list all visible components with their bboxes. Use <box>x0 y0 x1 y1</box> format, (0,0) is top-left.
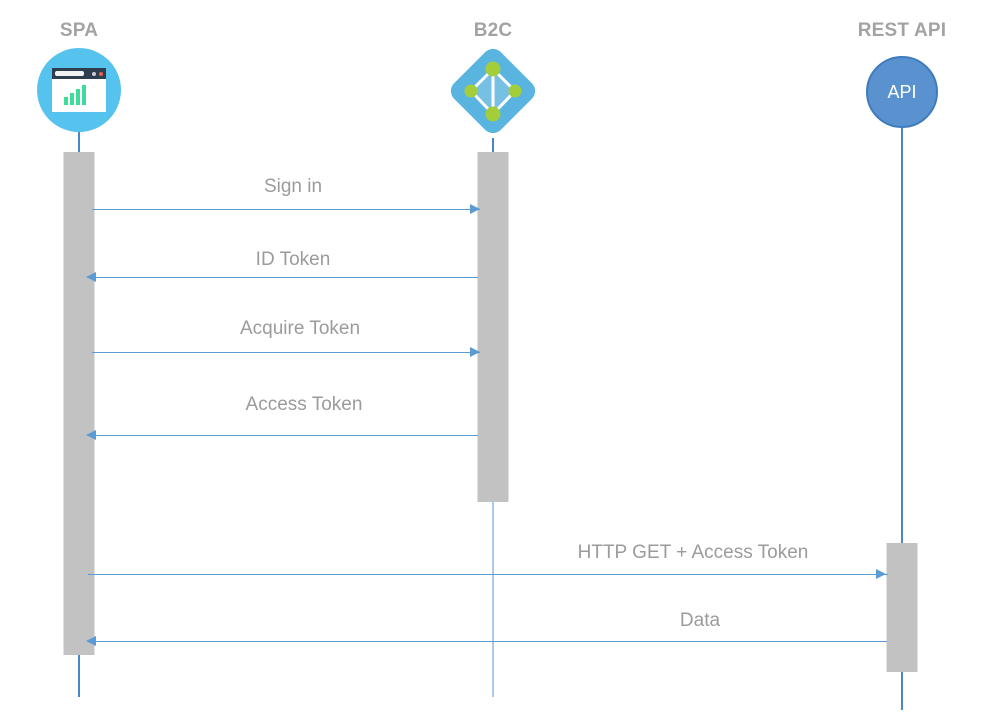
message-label-access-token: Access Token <box>245 394 363 415</box>
arrow-head-left-icon <box>86 272 96 282</box>
arrow-head-right-icon <box>470 204 480 214</box>
activation-bar-rest-api <box>886 543 918 672</box>
b2c-node-graph-icon <box>464 61 522 122</box>
message-line-acquire-token <box>92 352 480 353</box>
browser-titlebar-glyph <box>52 68 106 79</box>
arrow-head-left-icon <box>86 430 96 440</box>
activation-bar-spa <box>63 152 95 655</box>
message-line-data <box>95 641 887 642</box>
message-label-sign-in: Sign in <box>263 176 323 197</box>
message-label-id-token: ID Token <box>255 249 331 270</box>
azure-ad-b2c-diamond-icon <box>446 44 540 138</box>
browser-close-dot-icon <box>99 71 103 76</box>
actor-title-b2c: B2C <box>473 20 513 41</box>
message-line-id-token <box>95 277 478 278</box>
activation-bar-b2c <box>477 152 509 502</box>
arrow-head-left-icon <box>86 636 96 646</box>
api-circle-icon: API <box>866 56 938 128</box>
browser-dot-icon <box>92 71 96 76</box>
lifeline-b2c-lower <box>492 502 494 697</box>
message-line-sign-in <box>92 209 480 210</box>
api-icon-label: API <box>887 81 917 102</box>
bar-chart-icon <box>64 85 86 105</box>
browser-window-chart-icon <box>37 48 121 132</box>
lifeline-rest-api <box>901 128 903 710</box>
arrow-head-right-icon <box>470 347 480 357</box>
actor-title-rest-api: REST API <box>857 20 947 41</box>
message-line-access-token <box>95 435 478 436</box>
message-label-http-get: HTTP GET + Access Token <box>577 542 809 563</box>
message-label-acquire-token: Acquire Token <box>239 318 361 339</box>
browser-urlbar-glyph <box>55 71 84 76</box>
message-label-data: Data <box>679 610 721 631</box>
message-line-http-get <box>88 574 888 575</box>
browser-window-glyph <box>52 68 106 112</box>
actor-title-spa: SPA <box>59 20 99 41</box>
arrow-head-right-icon <box>876 569 886 579</box>
